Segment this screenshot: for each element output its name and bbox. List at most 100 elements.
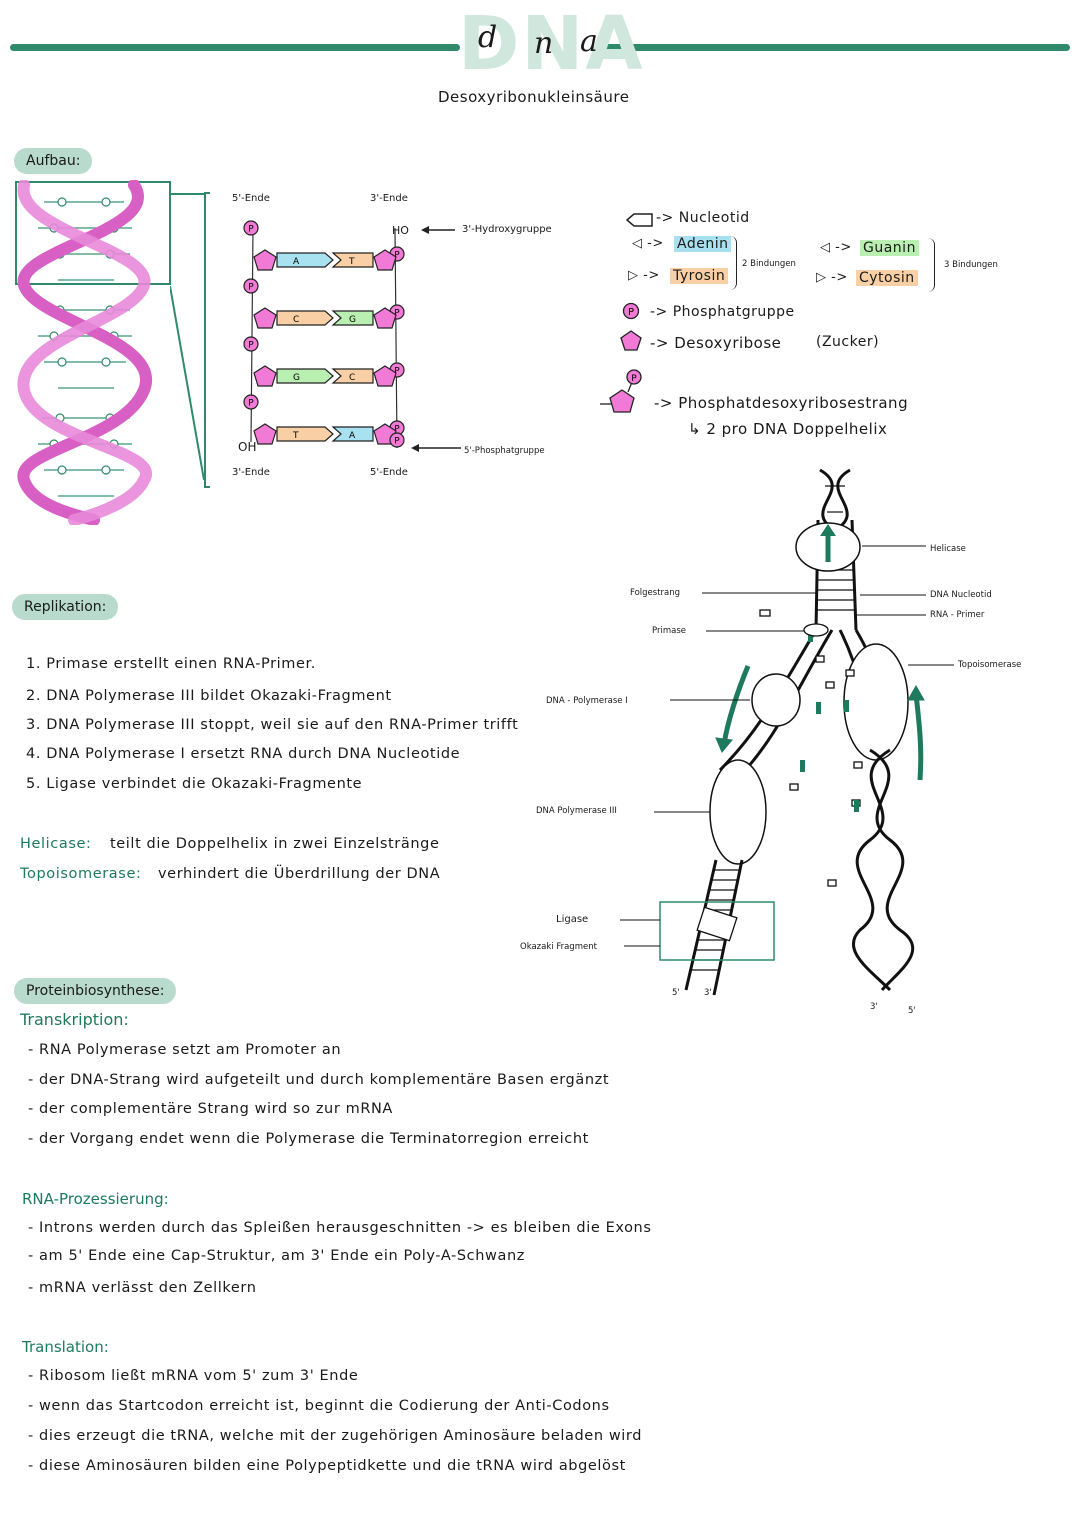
svg-text:P: P <box>394 251 400 261</box>
phosphate-left: P <box>243 394 259 410</box>
base-left-label: C <box>293 315 299 325</box>
section-label-replikation: Replikation: <box>12 594 119 620</box>
sugar-left <box>253 249 277 271</box>
fork-label-3-left: 3' <box>704 988 712 998</box>
free-nucleotides <box>759 609 863 887</box>
leading-helix <box>869 748 915 992</box>
transkription-line-3: - der complementäre Strang wird so zur m… <box>28 1101 393 1117</box>
replication-arrows <box>715 665 925 781</box>
base-right <box>331 310 374 326</box>
legend-tyrosin: Tyrosin <box>670 268 729 284</box>
header-line-right <box>600 44 1070 51</box>
label-3-end-top: 3'-Ende <box>370 193 408 204</box>
legend-desoxyribose: -> Desoxyribose <box>650 334 782 352</box>
replication-fork-illustration <box>620 468 954 996</box>
sugar-icon <box>620 330 642 351</box>
phosphate-left: P <box>243 220 259 236</box>
section-label-aufbau: Aufbau: <box>14 148 93 174</box>
fork-label-dna-nucleotid: DNA Nucleotid <box>930 590 992 600</box>
fork-label-5-right: 5' <box>908 1006 916 1016</box>
primase-shape <box>803 623 829 637</box>
prozessierung-line-2: - am 5' Ende eine Cap-Struktur, am 3' En… <box>28 1248 525 1264</box>
title-letter-a: a <box>580 24 598 59</box>
legend-cytosin: Cytosin <box>856 270 918 286</box>
svg-text:P: P <box>248 283 254 293</box>
prozessierung-line-3: - mRNA verlässt den Zellkern <box>28 1280 257 1296</box>
zoom-bracket <box>204 192 210 488</box>
svg-text:P: P <box>394 425 400 435</box>
replikation-step-5: 5. Ligase verbindet die Okazaki-Fragment… <box>26 776 363 792</box>
fork-label-folgestrang: Folgestrang <box>630 588 681 598</box>
base-left <box>276 426 334 442</box>
title-letter-d: d <box>478 20 498 55</box>
helicase-definition: teilt die Doppelhelix in zwei Einzelsträ… <box>110 836 440 852</box>
page-title: DNA <box>458 1 645 87</box>
base-right <box>331 252 374 268</box>
svg-text:P: P <box>394 309 400 319</box>
fork-label-okazaki: Okazaki Fragment <box>520 942 597 952</box>
helicase-term: Helicase: <box>20 836 92 852</box>
fork-label-pol1: DNA - Polymerase I <box>546 696 628 706</box>
topoisomerase-definition: verhindert die Überdrillung der DNA <box>158 866 441 882</box>
phosphate-left: P <box>243 336 259 352</box>
replikation-step-2: 2. DNA Polymerase III bildet Okazaki-Fra… <box>26 688 392 704</box>
brace-three-bonds <box>928 238 935 292</box>
phosphate-left: P <box>243 278 259 294</box>
svg-text:P: P <box>248 341 254 351</box>
translation-line-1: - Ribosom ließt mRNA vom 5' zum 3' Ende <box>28 1368 359 1384</box>
legend-three-bonds: 3 Bindungen <box>944 260 998 270</box>
replikation-step-1: 1. Primase erstellt einen RNA-Primer. <box>26 656 316 672</box>
fork-label-helicase: Helicase <box>930 544 966 554</box>
rna-prozessierung-title: RNA-Prozessierung: <box>22 1190 169 1208</box>
base-left <box>276 368 334 384</box>
ligase-shape <box>696 906 738 942</box>
svg-text:P: P <box>631 374 637 384</box>
guanin-icon: ◁ -> <box>820 240 852 255</box>
label-5-phosphatgruppe: 5'-Phosphatgruppe <box>464 446 545 456</box>
translation-line-3: - dies erzeugt die tRNA, welche mit der … <box>28 1428 643 1444</box>
fork-label-primase: Primase <box>652 626 686 636</box>
phosphat-icon: P <box>622 302 640 320</box>
header-line-left <box>10 44 460 51</box>
zoom-connector-lines <box>170 193 205 481</box>
topoisomerase-term: Topoisomerase: <box>20 866 142 882</box>
translation-title: Translation: <box>22 1338 109 1356</box>
sugar-right <box>373 307 397 329</box>
cytosin-icon: ▷ -> <box>816 270 848 285</box>
prozessierung-line-1: - Introns werden durch das Spleißen hera… <box>28 1220 652 1236</box>
phosphate-bottom-right: P <box>389 432 405 448</box>
transkription-line-4: - der Vorgang endet wenn die Polymerase … <box>28 1131 589 1147</box>
tyrosin-icon: ▷ -> <box>628 268 660 283</box>
brace-two-bonds <box>730 236 737 290</box>
parent-helix <box>819 468 851 532</box>
fork-label-rna-primer: RNA - Primer <box>930 610 985 620</box>
adenin-icon: ◁ -> <box>632 236 664 251</box>
base-right <box>331 426 374 442</box>
base-left-label: A <box>293 257 300 267</box>
sugar-left <box>253 307 277 329</box>
sugar-left <box>253 423 277 445</box>
translation-line-4: - diese Aminosäuren bilden eine Polypept… <box>28 1458 626 1474</box>
legend-guanin: Guanin <box>860 240 919 256</box>
label-ho: HO <box>392 224 409 237</box>
helix-strand-a <box>17 180 153 525</box>
pol3-shape <box>709 759 767 865</box>
fork-label-3-right: 3' <box>870 1002 878 1012</box>
page-subtitle: Desoxyribonukleinsäure <box>438 88 630 106</box>
legend-phosphatgruppe: -> Phosphatgruppe <box>650 304 795 320</box>
transkription-line-1: - RNA Polymerase setzt am Promoter an <box>28 1042 342 1058</box>
base-right-label: A <box>349 431 356 441</box>
translation-line-2: - wenn das Startcodon erreicht ist, begi… <box>28 1398 610 1414</box>
base-right-label: C <box>349 373 355 383</box>
label-5-end-bottom: 5'-Ende <box>370 467 408 478</box>
helix-strand-b <box>17 180 152 525</box>
svg-text:P: P <box>394 437 400 447</box>
dna-helix-illustration <box>15 180 171 525</box>
base-right-label: T <box>348 257 355 267</box>
ligase-zoom-box <box>659 901 775 961</box>
legend-two-bonds: 2 Bindungen <box>742 259 796 269</box>
transkription-line-2: - der DNA-Strang wird aufgeteilt und dur… <box>28 1072 610 1088</box>
base-right-label: G <box>349 315 356 325</box>
base-left <box>276 252 334 268</box>
